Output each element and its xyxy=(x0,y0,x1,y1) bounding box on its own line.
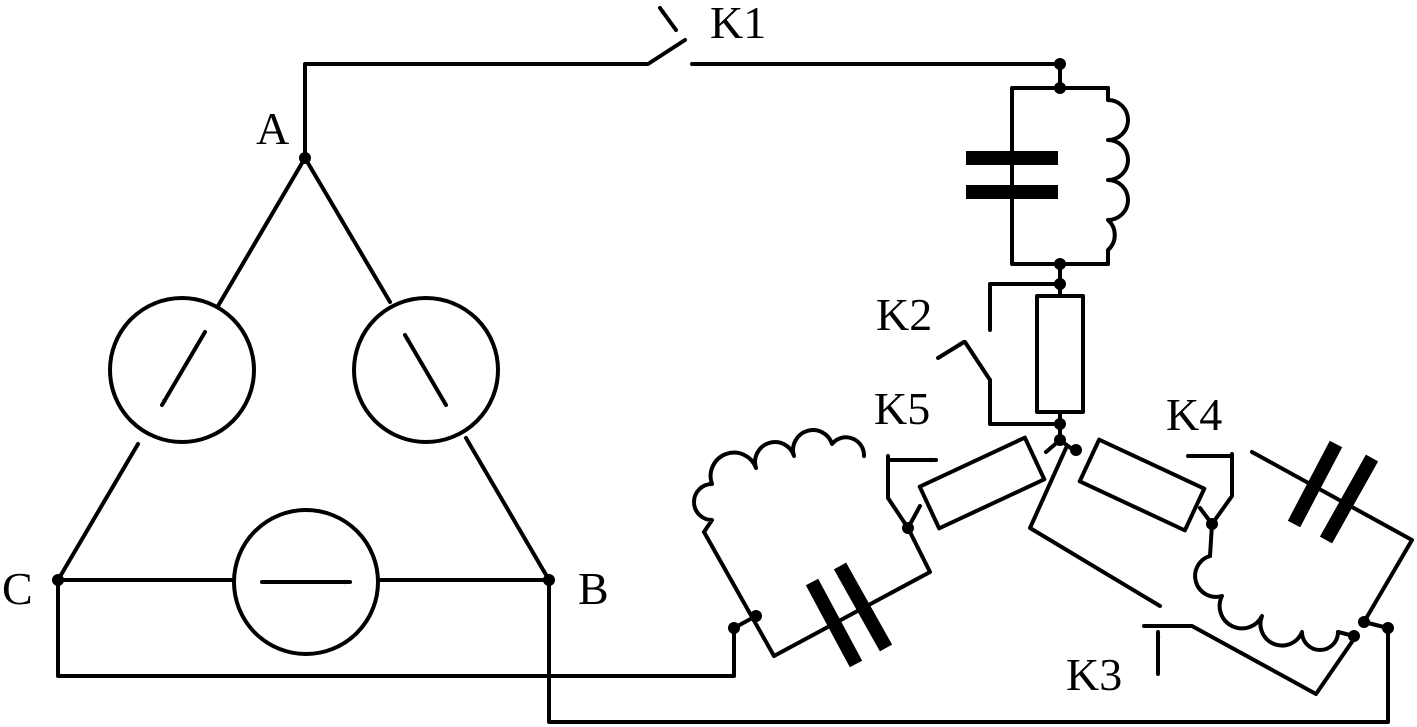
node-label-b: B xyxy=(578,563,609,614)
switch-k2-blade xyxy=(963,340,992,382)
resistor-left xyxy=(917,435,1047,531)
right-branch xyxy=(1058,437,1414,652)
left-branch xyxy=(692,428,1062,668)
switch-label-k3: K3 xyxy=(1066,649,1122,700)
switch-k2-arrow xyxy=(936,340,966,360)
wire-b-to-generator-ab xyxy=(464,436,551,582)
junction-dots xyxy=(52,58,1394,642)
left-capacitor-plate-1 xyxy=(805,578,863,668)
switch-label-k2: K2 xyxy=(876,289,932,340)
node-label-c: C xyxy=(2,563,33,614)
wire-a-to-generator-ab xyxy=(303,156,392,304)
resistor-right xyxy=(1077,437,1207,533)
switch-label-k5: K5 xyxy=(874,383,930,434)
line-c-wire xyxy=(56,578,736,678)
line-a-wire xyxy=(303,38,687,160)
switch-label-k4: K4 xyxy=(1166,389,1222,440)
top-resistor-branch xyxy=(936,282,1085,442)
resistor-top xyxy=(1035,294,1085,414)
delta-source xyxy=(56,156,551,656)
generator-ab xyxy=(352,296,500,444)
node-label-a: A xyxy=(256,103,289,154)
switch-k3 xyxy=(1028,446,1358,696)
wire-c-to-generator-ca xyxy=(56,442,140,582)
line-b-wire xyxy=(547,578,1390,724)
switch-label-k1: K1 xyxy=(710,0,766,48)
left-capacitor-plate-2 xyxy=(833,562,893,652)
wire-a-to-generator-ca xyxy=(216,156,307,308)
switch-k1-arrow xyxy=(658,6,678,32)
right-capacitor-plate-1 xyxy=(1287,440,1343,528)
generator-ca xyxy=(108,296,256,444)
top-lc-branch xyxy=(966,62,1130,298)
right-capacitor-plate-2 xyxy=(1319,454,1379,544)
generator-cb xyxy=(232,508,380,656)
